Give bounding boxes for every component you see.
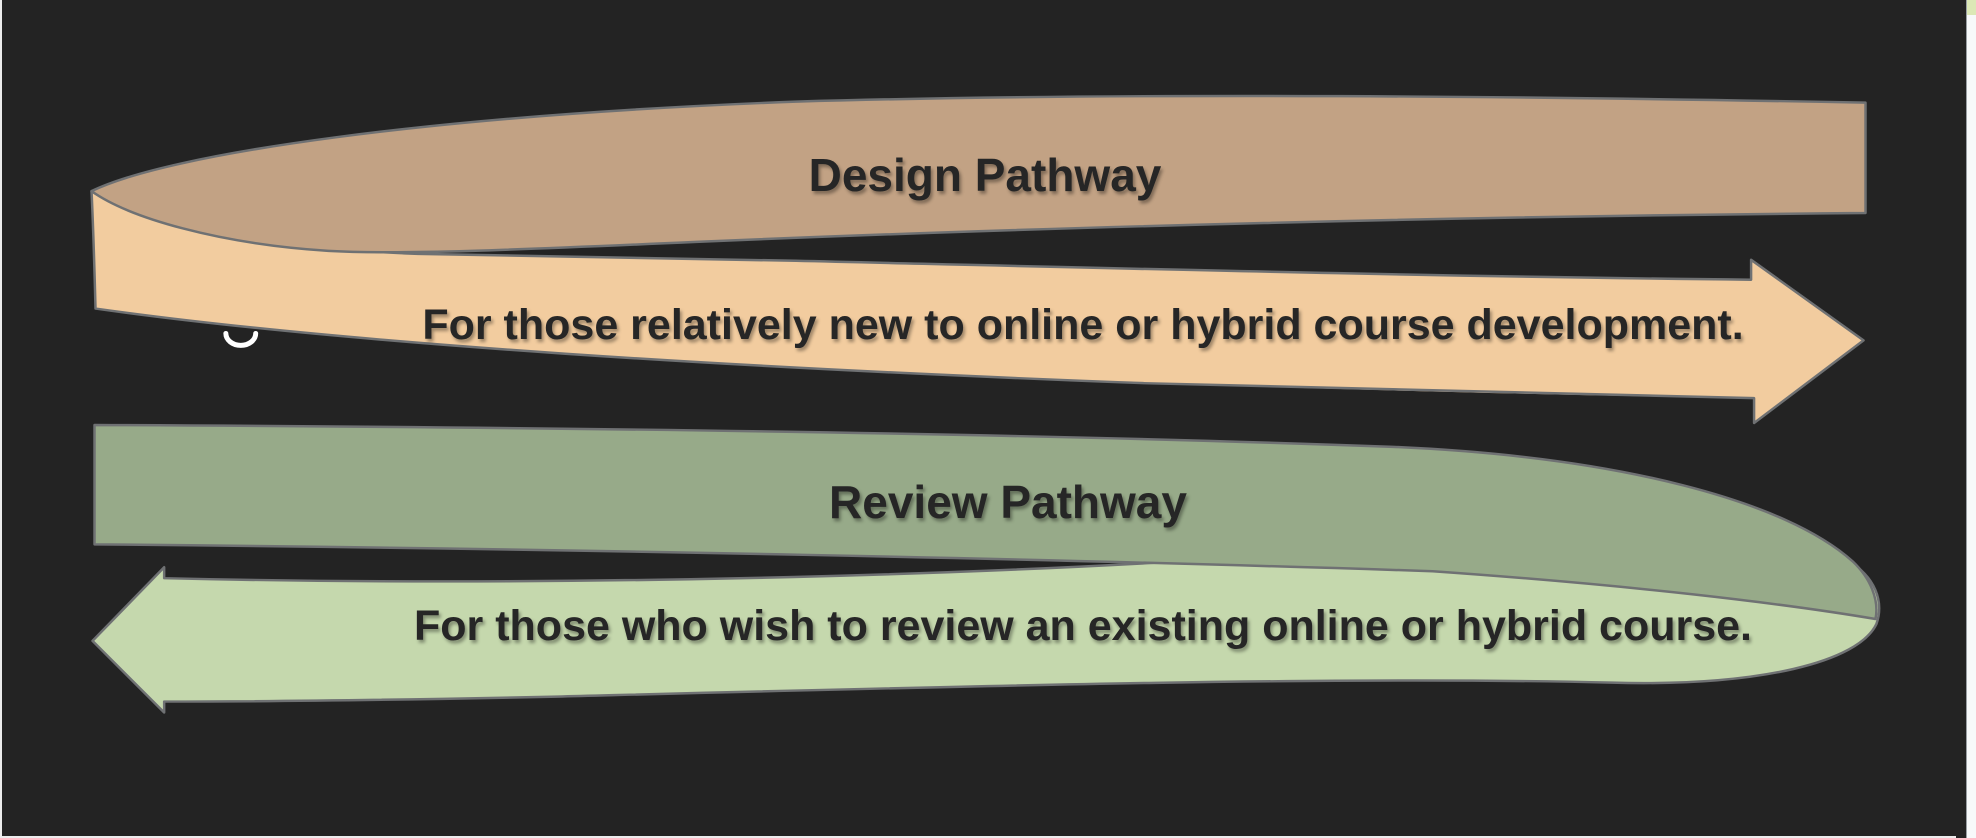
review-pathway-ribbon-top-face: [93, 423, 1878, 621]
design-pathway-arrow: [90, 189, 1865, 425]
slide-bottom-edge: [0, 836, 1956, 838]
scrollbar-top-block: [1967, 0, 1976, 15]
design-pathway-ribbon-top-face: [90, 94, 1867, 254]
right-scrollbar-track[interactable]: [1966, 0, 1976, 838]
slide-left-edge: [0, 0, 2, 838]
scrollbar-divider-line: [1966, 0, 1967, 838]
design-pathway-title: Design Pathway: [808, 149, 1162, 201]
review-pathway-arrow: [91, 531, 1881, 714]
hidden-text-descender-glyph: [223, 330, 259, 348]
review-pathway-title: Review Pathway: [829, 476, 1187, 528]
design-pathway-description: For those relatively new to online or hy…: [422, 301, 1744, 349]
review-pathway-description: For those who wish to review an existing…: [414, 602, 1752, 650]
